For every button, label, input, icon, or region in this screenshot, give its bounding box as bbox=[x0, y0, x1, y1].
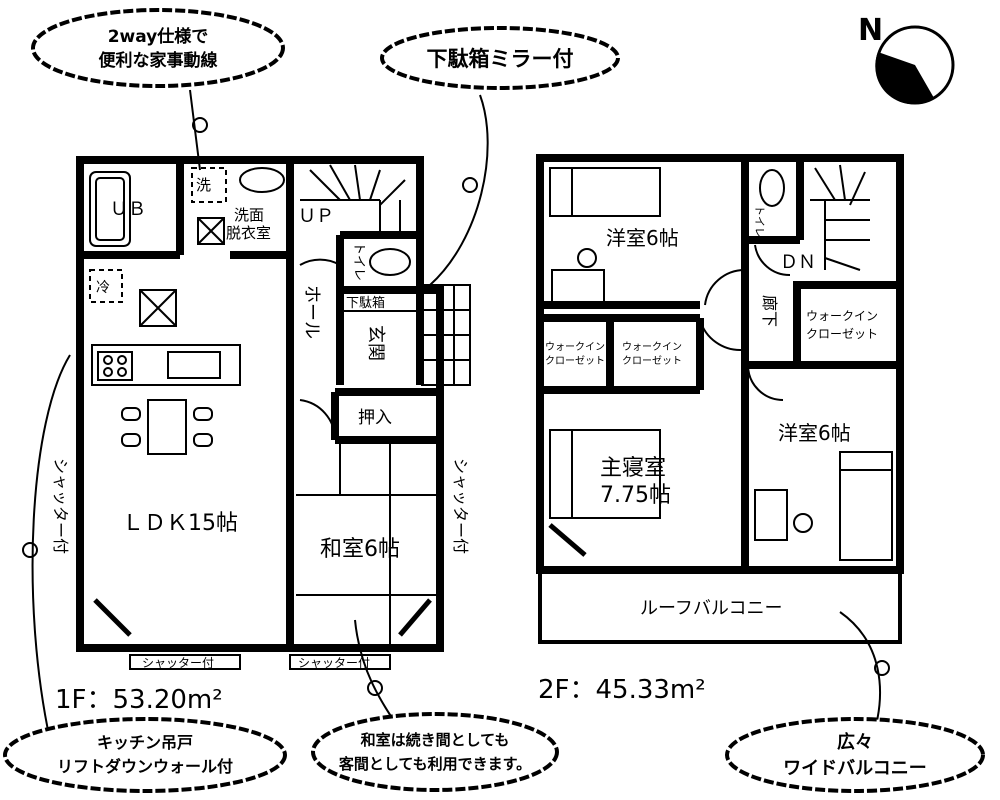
label-entrance: 玄関 bbox=[365, 325, 386, 361]
entrance-porch-tiles bbox=[421, 284, 471, 386]
callout-washitsu-line2: 客間としても利用できます。 bbox=[338, 755, 531, 773]
label-ldk: ＬＤＫ15帖 bbox=[122, 511, 238, 536]
washitsu-window-sash bbox=[398, 598, 432, 637]
label-wic-right-2: クローゼット bbox=[806, 327, 878, 341]
leader-washitsu bbox=[354, 619, 401, 731]
desk-western-2 bbox=[754, 489, 788, 541]
floor1-toilet-bowl bbox=[369, 248, 411, 276]
label-corridor: 廊下 bbox=[760, 295, 779, 327]
floor1-area: 1F：53.20m² bbox=[55, 685, 223, 715]
label-wic-a-1: ウォークイン bbox=[545, 341, 605, 353]
label-wic-a-2: クローゼット bbox=[545, 355, 605, 367]
label-wic-b-2: クローゼット bbox=[622, 355, 682, 367]
bed-western-1 bbox=[549, 167, 661, 217]
floor2-area: 2F：45.33m² bbox=[538, 675, 706, 705]
callout-shoe-mirror: 下駄箱ミラー付 bbox=[380, 26, 620, 90]
callout-balcony-line1: 広々 bbox=[837, 731, 873, 753]
door-arc bbox=[704, 268, 746, 306]
cooktop-icon bbox=[97, 351, 133, 381]
label-western-1: 洋室6帖 bbox=[606, 226, 679, 250]
label-floor2-toilet: トイレ bbox=[753, 205, 766, 238]
label-ub: ＵＢ bbox=[110, 199, 146, 220]
door-arc bbox=[754, 244, 791, 277]
label-wic-b-1: ウォークイン bbox=[622, 341, 682, 353]
roof-balcony-outline bbox=[538, 568, 902, 644]
fridge-space bbox=[89, 269, 123, 303]
dining-chair bbox=[121, 433, 141, 447]
label-fridge: 冷 bbox=[96, 280, 110, 296]
wall-wic-right bbox=[793, 281, 904, 369]
master-window-sash bbox=[548, 523, 587, 557]
desk-western-1 bbox=[551, 269, 605, 303]
bed-western-2 bbox=[839, 451, 893, 561]
floor2-stairs bbox=[810, 164, 870, 271]
door-arc bbox=[699, 319, 743, 352]
dining-table bbox=[147, 399, 187, 455]
leader-shoe-mirror bbox=[429, 94, 489, 286]
shoe-cabinet bbox=[342, 292, 418, 312]
washbasin bbox=[239, 167, 285, 193]
label-shoe-box: 下駄箱 bbox=[346, 295, 385, 311]
compass: N bbox=[858, 13, 955, 105]
label-dressing-2: 脱衣室 bbox=[226, 224, 271, 242]
label-dressing-1: 洗面 bbox=[234, 206, 264, 224]
floor1-stairs bbox=[300, 164, 406, 235]
label-roof-balcony: ルーフバルコニー bbox=[640, 598, 783, 619]
label-shutter-right: シャッター付 bbox=[451, 458, 470, 554]
label-washitsu: 和室6帖 bbox=[320, 537, 400, 562]
label-master-2: 7.75帖 bbox=[600, 483, 671, 508]
floor1-outer-wall-main bbox=[76, 156, 444, 652]
callout-balcony-line2: ワイドバルコニー bbox=[783, 758, 927, 779]
label-down: ＤＮ bbox=[780, 252, 816, 273]
callout-kitchen-line2: リフトダウンウォール付 bbox=[57, 757, 233, 776]
shutter-bar-washitsu bbox=[289, 654, 391, 670]
desk-chair bbox=[793, 513, 813, 533]
callout-laundry: 2way仕様で 便利な家事動線 bbox=[31, 8, 285, 88]
label-wic-right-1: ウォークイン bbox=[806, 309, 878, 323]
bed-master bbox=[549, 429, 661, 519]
callout-laundry-line2: 便利な家事動線 bbox=[99, 50, 218, 71]
dining-chair bbox=[193, 433, 213, 447]
door-arc bbox=[747, 364, 784, 401]
floor2-plan bbox=[536, 154, 904, 644]
desk-chair bbox=[577, 248, 597, 268]
washer-space bbox=[191, 167, 227, 203]
callout-laundry-line1: 2way仕様で bbox=[108, 26, 209, 47]
label-hall: ホール bbox=[301, 285, 322, 339]
compass-needle bbox=[875, 52, 934, 105]
callout-shoe-mirror-text: 下駄箱ミラー付 bbox=[427, 47, 574, 71]
shutter-bar-ldk bbox=[129, 654, 241, 670]
label-shutter-left: シャッター付 bbox=[51, 458, 70, 554]
floor1-outer-wall-stair bbox=[290, 156, 424, 290]
callout-balcony: 広々 ワイドバルコニー bbox=[725, 717, 985, 793]
kitchen-sink bbox=[167, 351, 221, 379]
label-oshiire: 押入 bbox=[358, 408, 392, 428]
label-shutter-bottom-ldk: シャッター付 bbox=[142, 656, 214, 670]
door-arc bbox=[299, 399, 337, 441]
label-western-2: 洋室6帖 bbox=[778, 421, 851, 445]
callout-kitchen-line1: キッチン吊戸 bbox=[97, 733, 193, 752]
callout-kitchen: キッチン吊戸 リフトダウンウォール付 bbox=[3, 717, 287, 793]
door-arc bbox=[299, 258, 341, 266]
leader-kitchen bbox=[31, 354, 71, 741]
label-wash-mark: 洗 bbox=[196, 176, 211, 194]
ldk-window-sash bbox=[93, 598, 132, 637]
bathtub bbox=[89, 171, 131, 247]
callout-washitsu: 和室は続き間としても 客間としても利用できます。 bbox=[311, 712, 559, 792]
label-up: ＵＰ bbox=[298, 206, 334, 227]
compass-north-label: N bbox=[858, 13, 883, 48]
tatami-lines bbox=[296, 440, 436, 645]
label-shutter-bottom-washitsu: シャッター付 bbox=[298, 656, 370, 670]
callout-washitsu-line1: 和室は続き間としても bbox=[361, 731, 510, 749]
label-master-1: 主寝室 bbox=[600, 456, 666, 481]
floor2-toilet-bowl bbox=[759, 169, 785, 207]
label-floor1-toilet: トイレ bbox=[351, 242, 366, 281]
dining-chair bbox=[193, 407, 213, 421]
dining-chair bbox=[121, 407, 141, 421]
floor1-plan bbox=[76, 156, 471, 670]
